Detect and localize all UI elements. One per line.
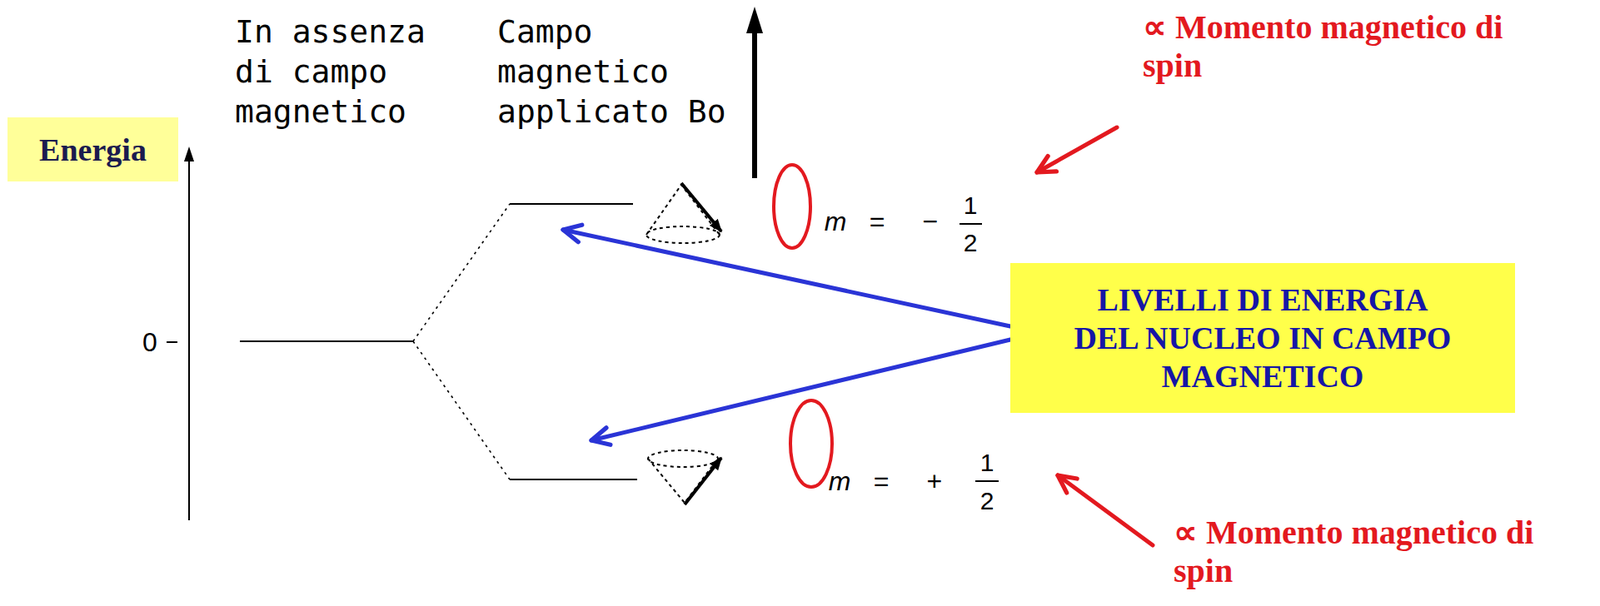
- column-heading: In assenza di campo magnetico: [234, 11, 454, 132]
- highlight-ellipse: [790, 400, 833, 488]
- highlight-ellipse: [773, 164, 811, 249]
- quantum-number: = −: [869, 208, 938, 235]
- column-heading: Campo magnetico applicato Bo: [497, 11, 741, 132]
- pointer-arrow: [591, 339, 1011, 441]
- axis-arrow-head: [184, 146, 195, 162]
- box-text: Energia: [39, 131, 147, 169]
- callout-box: LIVELLI DI ENERGIA DEL NUCLEO IN CAMPO M…: [1010, 263, 1516, 414]
- energy-axis: [188, 158, 190, 521]
- quantum-number: m: [828, 468, 852, 495]
- callout-note: ∝ Momento magnetico di spin: [1173, 513, 1557, 591]
- splitting-line: [413, 204, 510, 342]
- precession-cone: [646, 184, 720, 235]
- energy-level: [509, 478, 638, 481]
- fraction-numerator: 1: [963, 193, 978, 219]
- quantum-number: m: [824, 208, 848, 235]
- quantum-number: = +: [873, 468, 943, 495]
- precession-cone: [647, 450, 718, 468]
- pointer-arrow: [1036, 127, 1117, 173]
- axis-zero: 0: [142, 328, 158, 356]
- splitting-line: [413, 341, 510, 480]
- energy-level: [509, 203, 634, 205]
- callout-note: ∝ Momento magnetico di spin: [1142, 8, 1526, 85]
- pointer-arrow: [1057, 475, 1153, 546]
- axis-label-box: Energia: [7, 117, 179, 182]
- pointer-arrow: [563, 229, 1011, 327]
- fraction-bar: [959, 223, 982, 225]
- spin-vector: [684, 458, 722, 505]
- box-text: LIVELLI DI ENERGIA DEL NUCLEO IN CAMPO M…: [1066, 280, 1459, 396]
- precession-cone: [647, 458, 718, 504]
- spin-vector: [681, 183, 722, 232]
- fraction-bar: [975, 480, 999, 483]
- degenerate-level: [239, 340, 414, 343]
- axis-tick: [166, 341, 178, 344]
- field-arrow-head: [746, 6, 763, 34]
- fraction-denominator: 2: [963, 230, 978, 256]
- precession-cone: [646, 226, 720, 244]
- fraction-denominator: 2: [980, 488, 995, 514]
- field-arrow: [752, 29, 758, 179]
- fraction-numerator: 1: [980, 450, 995, 476]
